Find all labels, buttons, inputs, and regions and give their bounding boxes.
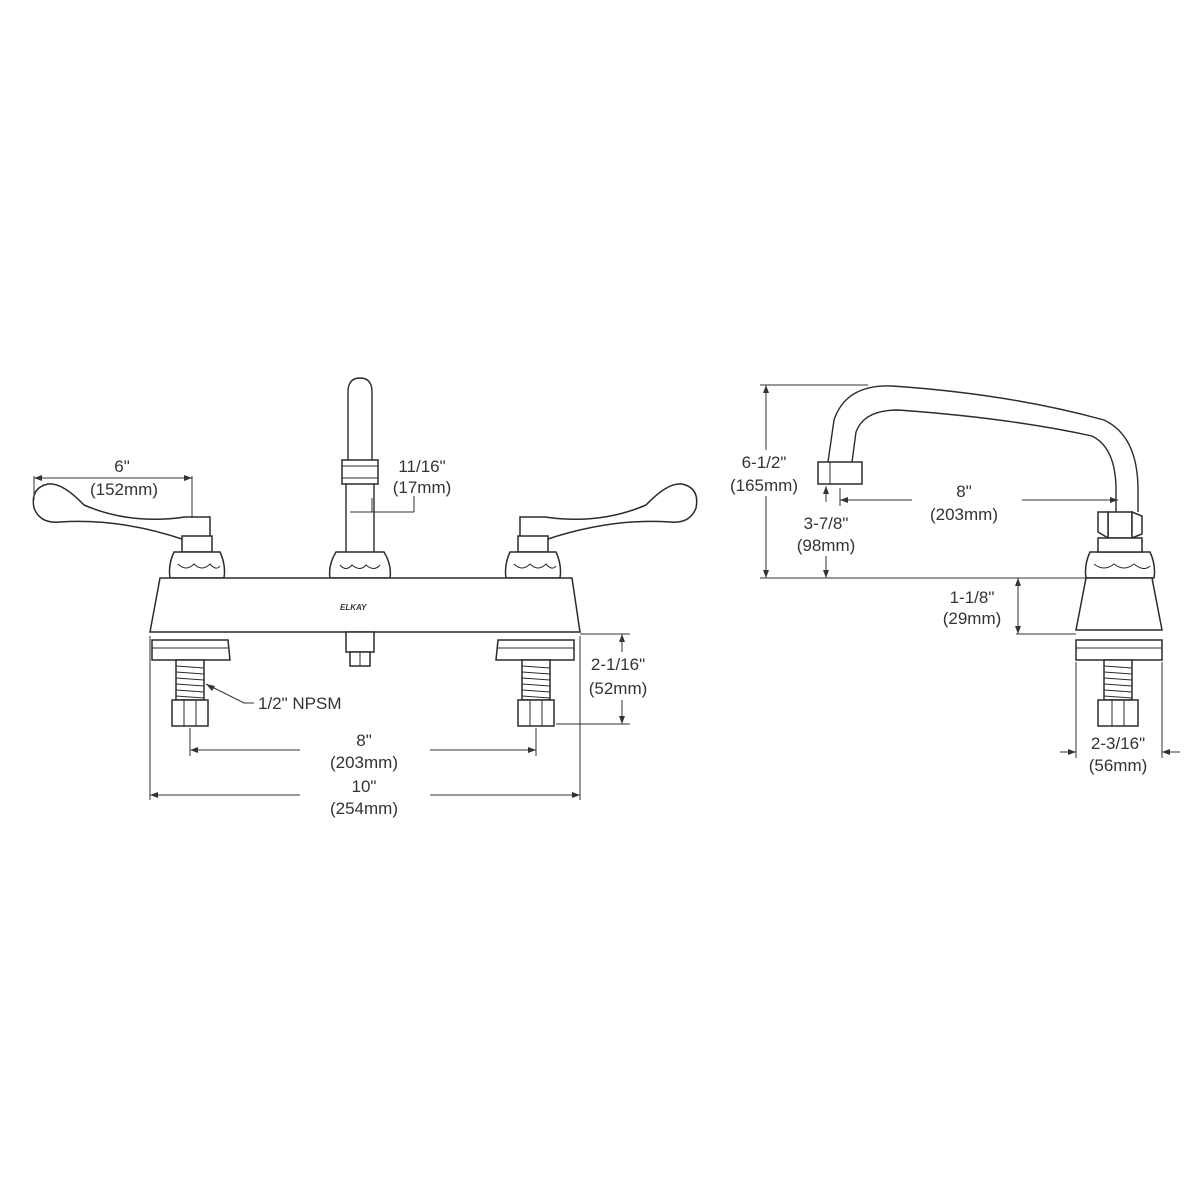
overall-width-mm: (254mm) bbox=[330, 799, 398, 818]
side-valve-body bbox=[1075, 510, 1163, 727]
spout-diameter-mm: (17mm) bbox=[393, 478, 452, 497]
dim-spout-height: 6-1/2" (165mm) bbox=[724, 384, 1086, 579]
dim-spout-diameter: 11/16" (17mm) bbox=[350, 457, 452, 513]
handle-reach-mm: (152mm) bbox=[90, 480, 158, 499]
side-spout bbox=[817, 385, 1139, 512]
spout-reach-in: 8" bbox=[956, 482, 972, 501]
thread-callout-text: 1/2" NPSM bbox=[258, 694, 342, 713]
center-spout bbox=[328, 377, 392, 579]
dim-outlet-height: 3-7/8" (98mm) bbox=[797, 486, 856, 578]
right-handle bbox=[504, 483, 698, 579]
thread-callout: 1/2" NPSM bbox=[205, 683, 342, 713]
overall-width-in: 10" bbox=[352, 777, 377, 796]
dim-handle-reach: 6" (152mm) bbox=[33, 457, 193, 518]
dim-base-depth: 2-3/16" (56mm) bbox=[1060, 662, 1180, 776]
spout-diameter-in: 11/16" bbox=[398, 457, 445, 476]
dim-spout-reach: 8" (203mm) bbox=[839, 480, 1118, 524]
deck-height-in: 1-1/8" bbox=[950, 588, 995, 607]
dim-overall-width: 10" (254mm) bbox=[149, 636, 581, 818]
brand-logo: ELKAY bbox=[340, 603, 367, 612]
front-view: ELKAY bbox=[32, 377, 698, 818]
deck-height-mm: (29mm) bbox=[943, 609, 1002, 628]
right-gasket bbox=[495, 639, 575, 661]
side-view: 6-1/2" (165mm) 8" (203mm) 3-7/8" (98mm) bbox=[724, 384, 1180, 776]
shank-height-in: 2-1/16" bbox=[591, 655, 645, 674]
spout-reach-mm: (203mm) bbox=[930, 505, 998, 524]
center-spacing-in: 8" bbox=[356, 731, 372, 750]
left-shank bbox=[171, 659, 209, 727]
center-inlet bbox=[345, 631, 375, 667]
left-handle bbox=[32, 483, 226, 579]
outlet-height-mm: (98mm) bbox=[797, 536, 856, 555]
dim-shank-height: 2-1/16" (52mm) bbox=[556, 633, 648, 725]
base-depth-in: 2-3/16" bbox=[1091, 734, 1145, 753]
deck-body: ELKAY bbox=[149, 577, 581, 633]
center-spacing-mm: (203mm) bbox=[330, 753, 398, 772]
base-depth-mm: (56mm) bbox=[1089, 756, 1148, 775]
dim-center-spacing: 8" (203mm) bbox=[189, 728, 537, 772]
outlet-height-in: 3-7/8" bbox=[804, 514, 849, 533]
shank-height-mm: (52mm) bbox=[589, 679, 648, 698]
left-gasket bbox=[151, 639, 231, 661]
spout-height-in: 6-1/2" bbox=[742, 453, 787, 472]
dim-deck-height: 1-1/8" (29mm) bbox=[934, 578, 1076, 635]
right-shank bbox=[517, 659, 555, 727]
spout-height-mm: (165mm) bbox=[730, 476, 798, 495]
handle-reach-in: 6" bbox=[114, 457, 130, 476]
